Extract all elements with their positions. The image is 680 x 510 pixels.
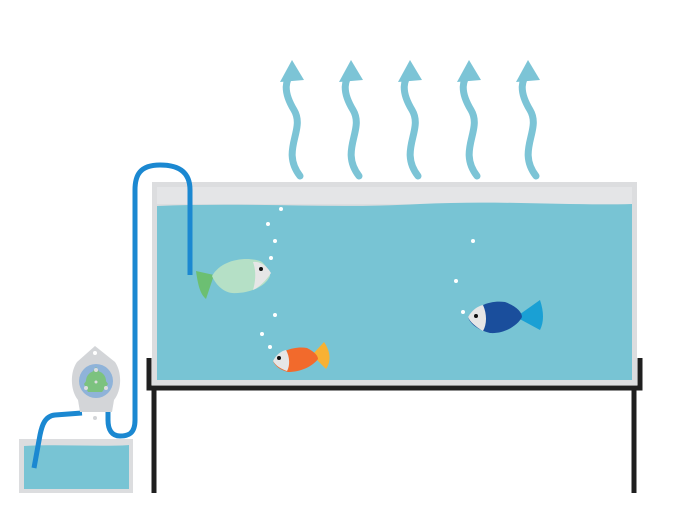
fish-green bbox=[196, 258, 271, 299]
tank-water bbox=[157, 202, 632, 380]
aquarium-tank bbox=[152, 182, 637, 385]
fish-orange bbox=[273, 342, 330, 372]
tank-stand bbox=[146, 358, 643, 493]
steam-arrow-icon bbox=[457, 60, 481, 180]
steam-arrow-icon bbox=[516, 60, 540, 180]
tank-air bbox=[157, 187, 632, 204]
steam-arrow-icon bbox=[398, 60, 422, 180]
steam-arrows bbox=[280, 60, 540, 180]
fish-blue bbox=[468, 300, 543, 334]
tube bbox=[31, 162, 193, 469]
steam-arrow-icon bbox=[280, 60, 304, 180]
steam-arrow-icon bbox=[339, 60, 363, 180]
peristaltic-pump-icon bbox=[71, 346, 121, 420]
bubbles bbox=[260, 207, 475, 349]
